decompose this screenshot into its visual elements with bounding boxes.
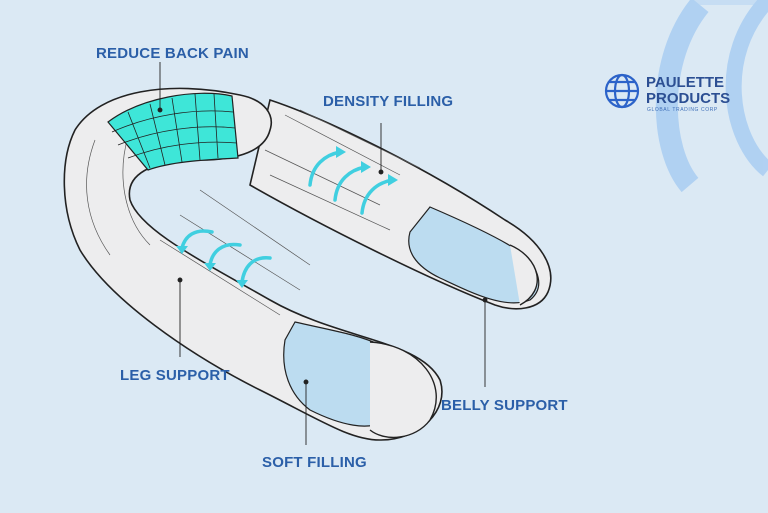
callout-leg-support: LEG SUPPORT [120, 367, 230, 384]
callout-belly-support: BELLY SUPPORT [441, 397, 568, 414]
airflow-arrowheads [176, 146, 398, 288]
callout-soft-filling: SOFT FILLING [262, 454, 367, 471]
pillow-right-arm [249, 98, 552, 310]
brand-swoosh-graphic [655, 0, 768, 193]
belly-support-section [408, 206, 540, 304]
brand-tagline: GLOBAL TRADING CORP [647, 107, 718, 113]
pillow-left-arm [63, 87, 443, 441]
callout-leaders [157, 62, 488, 445]
brand-name-line2: PRODUCTS [646, 90, 731, 107]
callout-reduce-back-pain: REDUCE BACK PAIN [96, 45, 249, 62]
brand-name: PAULETTE PRODUCTS [646, 75, 730, 107]
callout-density-filling: DENSITY FILLING [323, 93, 454, 110]
globe-icon [604, 73, 640, 109]
brand-name-line1: PAULETTE [646, 74, 725, 91]
reduce-back-pain-section [107, 92, 239, 171]
